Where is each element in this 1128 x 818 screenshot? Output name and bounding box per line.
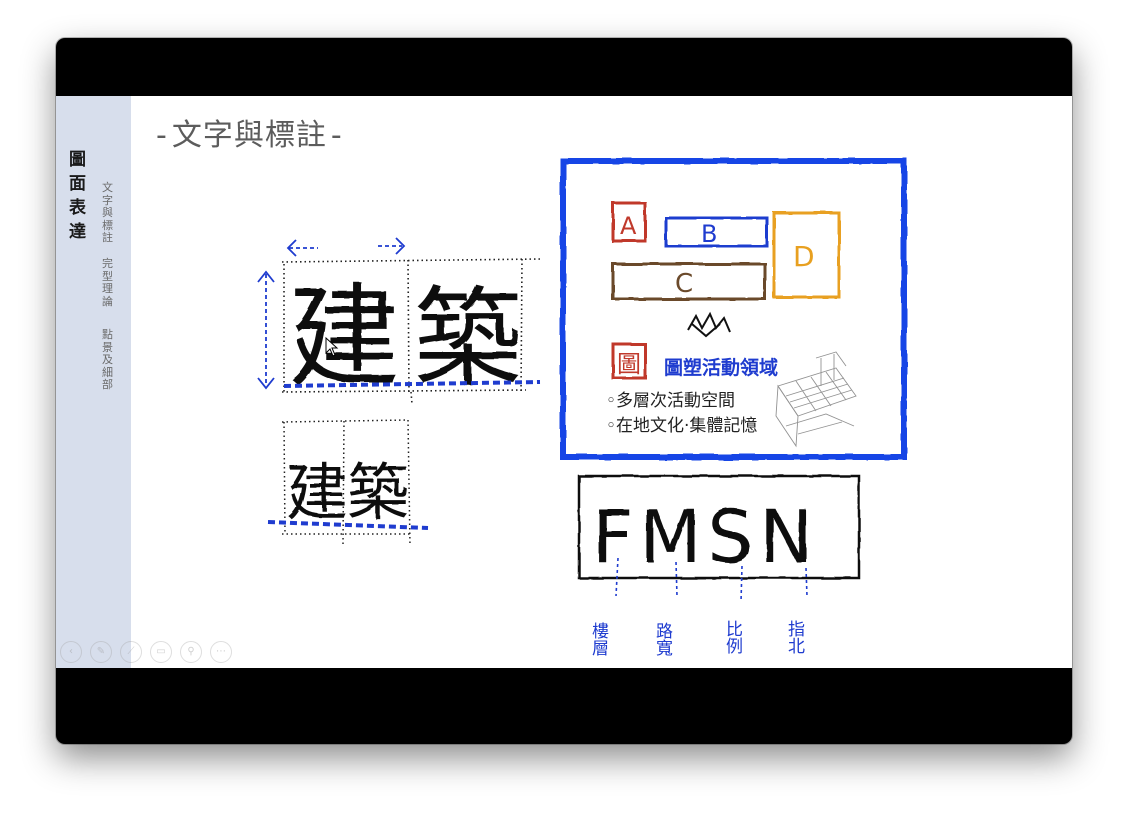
sidebar-item-gestalt[interactable]: 完型理論	[102, 257, 113, 308]
big-char-dotted-grid	[281, 258, 541, 405]
small-char-dotted-grid	[281, 419, 412, 547]
fmsn-leader-lines	[615, 557, 808, 603]
more-icon[interactable]: ⋯	[210, 641, 232, 663]
zoom-icon[interactable]: ⚲	[180, 641, 202, 663]
big-characters-sketch: 建 築	[257, 237, 541, 405]
mouse-pointer-icon	[325, 336, 339, 357]
slide-title: -文字與標註-	[156, 118, 343, 153]
fmsn-labels: 樓層 路寬 比例 指北	[588, 620, 805, 656]
zoning-diagram: A B C D 圖 圖塑活動領域 ◦多層次活動空間 ◦在地文化‧集體記憶	[560, 158, 907, 460]
blue-frame	[560, 158, 907, 460]
presentation-window: 圖面表達 文字與標註 完型理論 點景及細部 -文字與標註-	[56, 38, 1072, 744]
fmsn-label-floors: 樓層	[588, 622, 609, 656]
block-c	[611, 262, 767, 301]
north-arrow-sketch-icon	[687, 311, 731, 338]
small-char-zhu: 築	[347, 456, 409, 529]
fmsn-label-road-width: 路寬	[652, 622, 673, 656]
legend-box	[611, 342, 647, 380]
fmsn-letters: FMSN	[592, 495, 819, 579]
sidebar-main-label: 圖面表達	[69, 150, 86, 242]
legend-bullet-2: ◦在地文化‧集體記憶	[606, 416, 757, 436]
block-d	[772, 211, 841, 299]
prev-icon[interactable]: ‹	[60, 641, 82, 663]
slides-icon[interactable]: ▭	[150, 641, 172, 663]
fmsn-frame	[577, 474, 861, 580]
block-a-label: A	[620, 212, 637, 240]
slide: 圖面表達 文字與標註 完型理論 點景及細部 -文字與標註-	[56, 96, 1072, 668]
sidebar-item-text-annotation[interactable]: 文字與標註	[102, 181, 113, 244]
building-perspective-sketch	[775, 351, 857, 448]
sidebar-item-details[interactable]: 點景及細部	[102, 328, 113, 391]
block-c-label: C	[675, 269, 693, 299]
legend-bullet-1: ◦多層次活動空間	[606, 391, 735, 411]
fmsn-label-north: 指北	[784, 620, 805, 654]
block-a	[611, 201, 647, 243]
small-char-baseline	[267, 520, 429, 530]
sketch-canvas: 建 築 建 築 A	[257, 158, 907, 656]
small-char-jian: 建	[286, 456, 348, 529]
block-b	[664, 216, 769, 248]
big-char-jian: 建	[288, 273, 400, 403]
legend-title: 圖塑活動領域	[664, 356, 778, 379]
pointer-icon[interactable]: ⟋	[120, 641, 142, 663]
slide-title-text: 文字與標註	[171, 118, 327, 153]
pen-icon[interactable]: ✎	[90, 641, 112, 663]
block-b-label: B	[701, 220, 717, 248]
dimension-arrows	[257, 237, 406, 390]
slide-sidebar: 圖面表達 文字與標註 完型理論 點景及細部	[56, 96, 131, 668]
legend-char: 圖	[617, 350, 641, 378]
small-characters-sketch: 建 築	[267, 419, 429, 547]
fmsn-sketch: FMSN 樓層 路寬 比例 指北	[577, 474, 861, 656]
fmsn-label-scale: 比例	[722, 620, 743, 654]
big-char-baseline	[283, 380, 541, 388]
block-d-label: D	[793, 240, 815, 273]
